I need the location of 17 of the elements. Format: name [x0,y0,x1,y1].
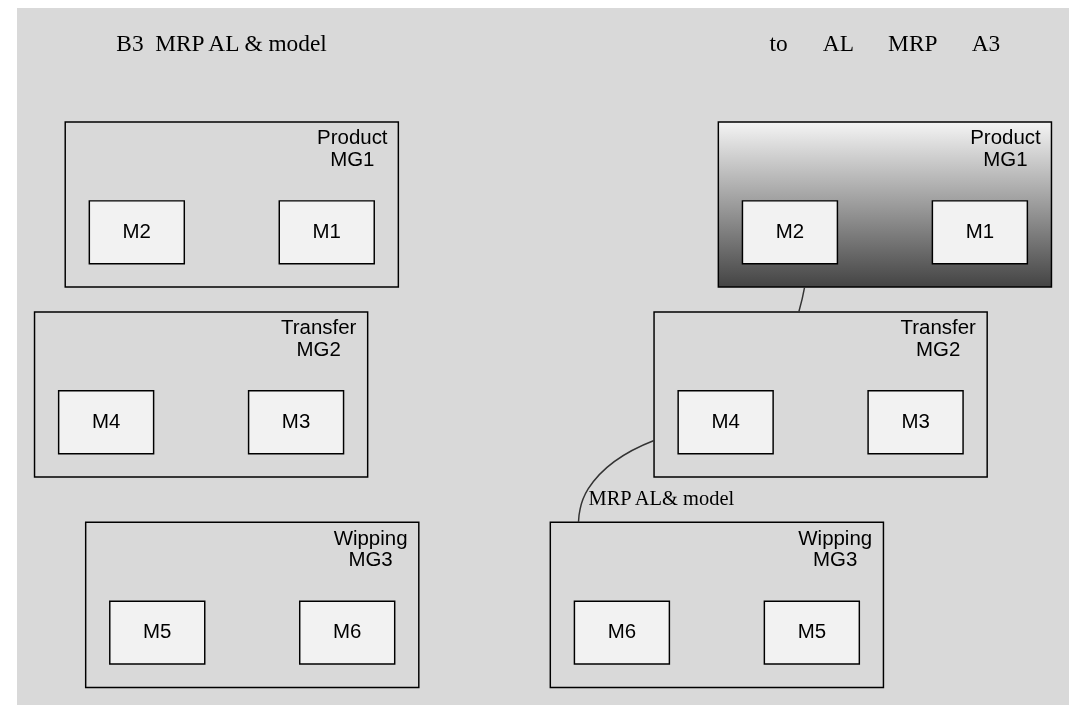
node-box: M2 [88,200,186,265]
node-box: M5 [763,600,861,665]
edge-label: MRP AL& model [588,487,735,510]
node-box: M6 [573,600,671,665]
label: to AL MRP A3 [769,29,1001,56]
node-box: M2 [741,200,839,265]
label: B3 MRP AL & model [116,29,327,56]
node-box: M4 [677,390,774,455]
node-box: M4 [57,390,155,455]
node-box: M3 [247,390,345,455]
connector [577,439,655,524]
node-box: M1 [931,200,1029,265]
node-box: M5 [109,600,206,665]
connector [798,286,806,313]
node-box: M6 [299,600,396,665]
node-box: M1 [278,200,375,265]
node-box: M3 [867,390,964,455]
